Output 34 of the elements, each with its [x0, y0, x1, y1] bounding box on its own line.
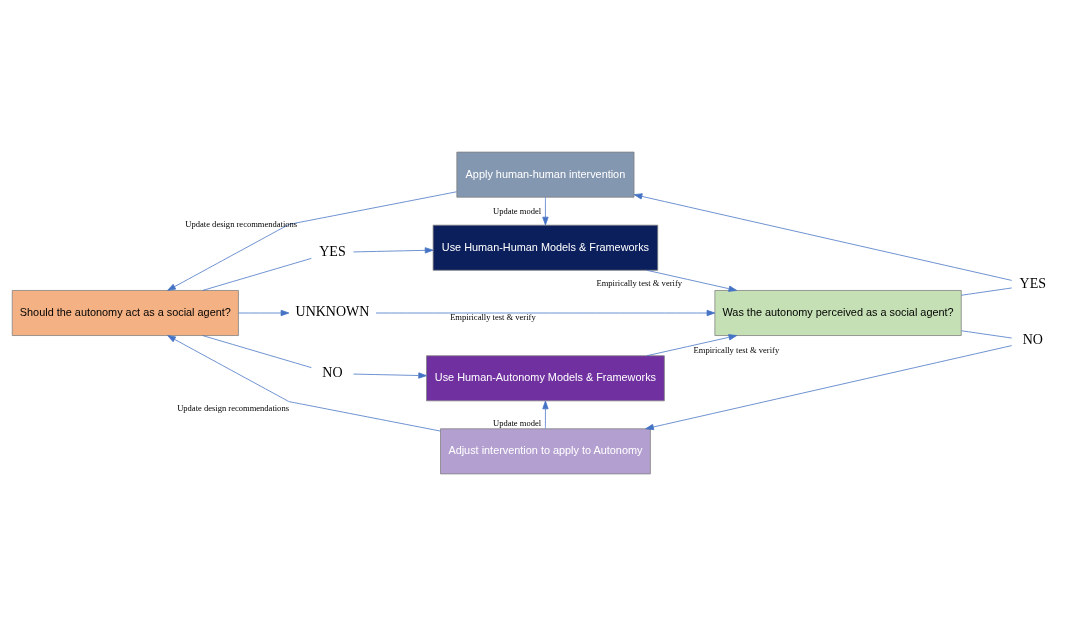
node-box: Adjust intervention to apply to Autonomy: [440, 427, 651, 474]
edge-label: Empirically test & verify: [596, 277, 682, 288]
edge-label: Update design recommendations: [177, 402, 289, 413]
node-text: NO: [1022, 331, 1043, 347]
edge-label: Update model: [493, 205, 542, 216]
edge-label: Empirically test & verify: [693, 344, 780, 355]
arrow: [375, 309, 716, 316]
connector: [202, 334, 312, 368]
arrow: [542, 400, 549, 429]
node-text: YES: [1019, 275, 1046, 291]
arrow: [167, 334, 441, 431]
edge-label: Update design recommendations: [185, 218, 298, 229]
arrow: [542, 196, 549, 225]
arrow: [353, 371, 427, 379]
arrow: [645, 344, 1013, 430]
node-box: Was the autonomy perceived as a social agent?: [714, 289, 962, 336]
arrow: [353, 246, 434, 253]
connector: [961, 329, 1013, 338]
edge-label: Empirically test & verify: [450, 311, 536, 322]
node-box: Use Human-Human Models & Frameworks: [432, 224, 659, 271]
node-box: Should the autonomy act as a social agent?: [11, 289, 239, 336]
arrow: [646, 333, 738, 356]
node-text: NO: [322, 364, 343, 380]
arrow: [238, 309, 290, 316]
node-box: Apply human-human intervention: [456, 151, 635, 198]
node-box: Use Human-Autonomy Models & Frameworks: [426, 354, 665, 401]
arrow: [646, 269, 738, 292]
node-text: YES: [319, 243, 346, 259]
arrow: [633, 192, 1013, 281]
connector: [202, 257, 312, 291]
arrow: [167, 190, 458, 291]
node-text: UNKNOWN: [295, 303, 370, 319]
edge-label: Update model: [493, 417, 542, 428]
connector: [961, 287, 1013, 296]
